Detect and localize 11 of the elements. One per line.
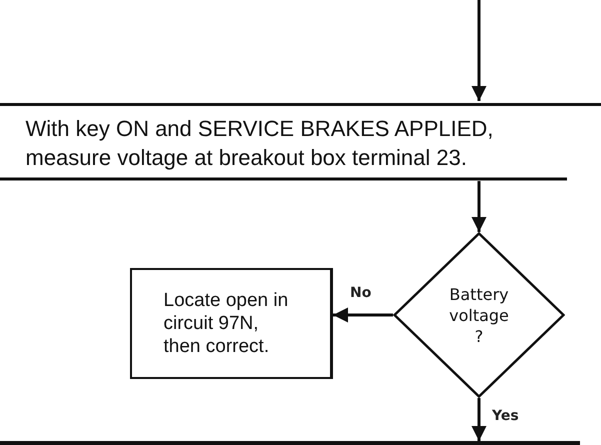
decision-diamond [393,232,565,398]
arrow [472,398,486,441]
instruction-text: With key ON and SERVICE BRAKES APPLIED, measure voltage at breakout box terminal 23. [26,114,494,172]
action-text: Locate open in circuit 97N, then correct. [164,289,290,358]
decision-question: Battery voltage ? [448,284,510,346]
arrow [472,181,486,232]
next-step-bar [0,441,580,445]
edge-label: Yes [491,408,520,424]
arrow [472,0,486,101]
process-box [130,268,333,379]
arrow [333,308,393,322]
